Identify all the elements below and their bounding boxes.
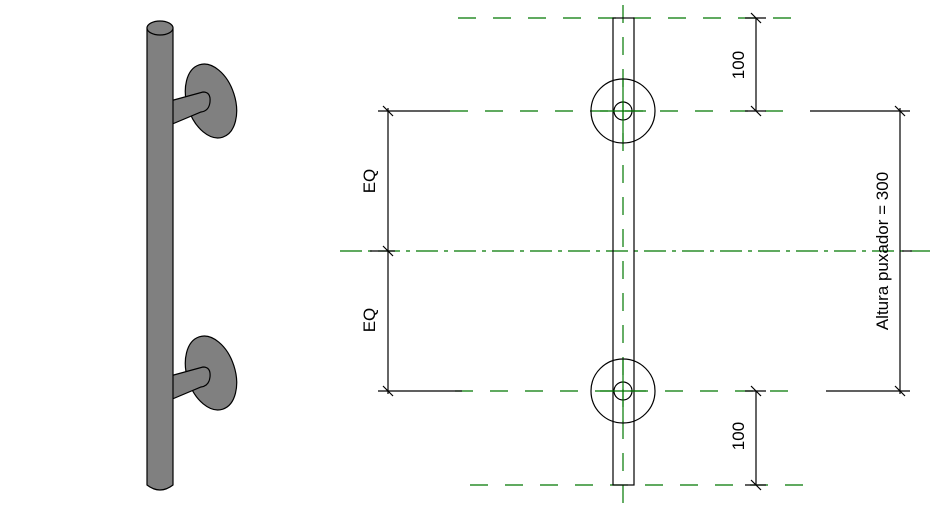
top-offset-label: 100 <box>729 51 748 79</box>
elevation-view: EQ EQ 100 100 Altura pux <box>340 5 930 515</box>
bottom-offset-label: 100 <box>729 422 748 450</box>
total-height-label: Altura puxador = 300 <box>873 172 892 330</box>
isometric-handle-view <box>146 20 238 491</box>
bottom-offset-dimension <box>745 385 766 491</box>
handle-bar <box>146 20 174 491</box>
bottom-standoff <box>169 335 238 411</box>
eq-dimension <box>370 105 462 397</box>
eq-upper-label: EQ <box>360 169 379 194</box>
total-height-dimension <box>810 105 912 397</box>
bar-outline <box>612 17 635 486</box>
eq-lower-label: EQ <box>360 308 379 333</box>
top-offset-dimension <box>745 12 766 117</box>
top-standoff <box>169 63 238 139</box>
